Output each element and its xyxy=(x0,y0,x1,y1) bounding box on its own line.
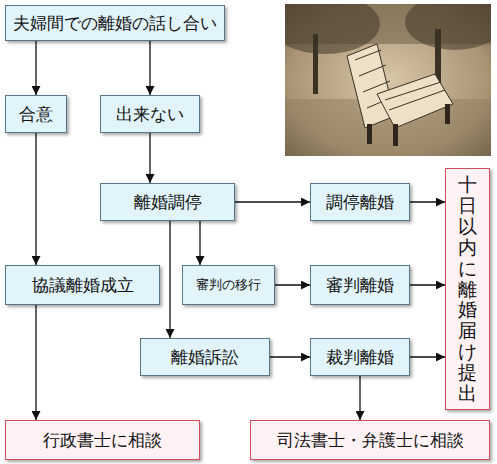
box-label: 離婚調停 xyxy=(134,192,202,212)
flow-arrow xyxy=(35,305,36,420)
process-box: 調停離婚 xyxy=(310,183,410,221)
vertical-box: 十日以内に離婚届け提出 xyxy=(445,168,490,410)
flow-arrow xyxy=(410,201,445,202)
process-box: 審判の移行 xyxy=(182,265,275,305)
flow-arrow xyxy=(275,284,310,285)
box-label: 審判離婚 xyxy=(326,275,394,295)
bench-photo xyxy=(285,4,491,156)
start-box: 夫婦間での離婚の話し合い xyxy=(5,5,225,41)
flow-arrow xyxy=(35,41,36,95)
flow-arrow xyxy=(235,201,310,202)
flow-arrow xyxy=(410,284,445,285)
flow-arrow xyxy=(270,356,310,357)
box-label: 裁判離婚 xyxy=(326,347,394,367)
process-box: 裁判離婚 xyxy=(310,338,410,376)
end-box: 行政書士に相談 xyxy=(5,420,200,460)
flow-arrow xyxy=(199,221,200,265)
flow-arrow xyxy=(359,376,360,420)
process-box: 離婚訴訟 xyxy=(140,338,270,376)
box-label: 行政書士に相談 xyxy=(43,430,162,450)
box-label: 調停離婚 xyxy=(326,192,394,212)
box-label: 司法書士・弁護士に相談 xyxy=(277,430,464,450)
flow-arrow xyxy=(149,41,150,95)
box-label: 合意 xyxy=(19,104,53,124)
process-box: 出来ない xyxy=(100,95,200,133)
process-box: 合意 xyxy=(5,95,67,133)
box-label: 審判の移行 xyxy=(196,277,261,293)
flow-arrow xyxy=(35,133,36,265)
end-box: 司法書士・弁護士に相談 xyxy=(250,420,490,460)
box-label: 夫婦間での離婚の話し合い xyxy=(13,13,217,33)
process-box: 審判離婚 xyxy=(310,265,410,305)
process-box: 協議離婚成立 xyxy=(5,265,160,305)
flow-arrow xyxy=(169,221,170,338)
box-label: 出来ない xyxy=(116,104,184,124)
flow-arrow xyxy=(149,133,150,183)
process-box: 離婚調停 xyxy=(100,183,235,221)
flow-arrow xyxy=(410,356,445,357)
box-label: 協議離婚成立 xyxy=(32,275,134,295)
box-label: 離婚訴訟 xyxy=(171,347,239,367)
vertical-label: 十日以内に離婚届け提出 xyxy=(458,174,477,404)
